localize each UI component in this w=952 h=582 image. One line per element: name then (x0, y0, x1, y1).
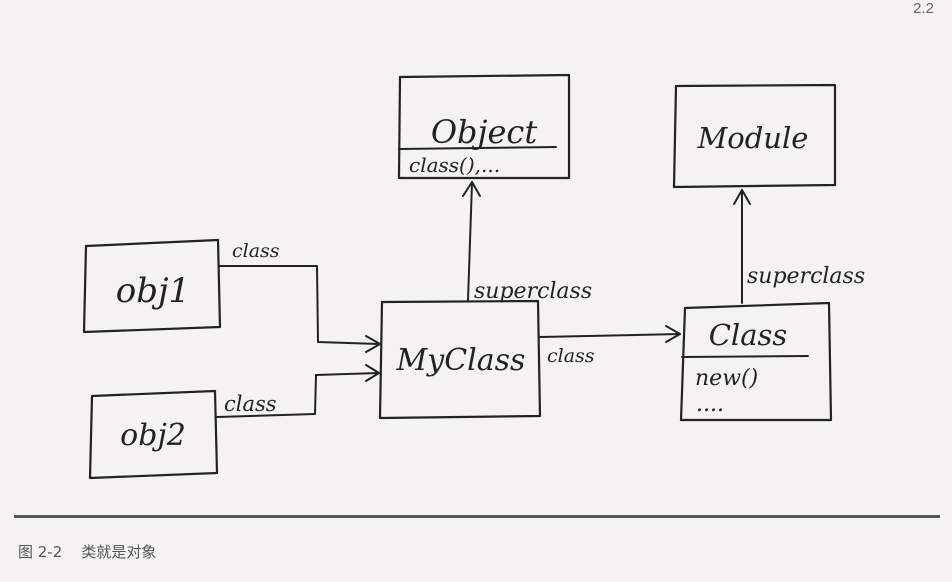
arrowhead (462, 181, 481, 197)
class-diagram: Object class(),... Module obj1 obj2 MyCl… (82, 73, 865, 480)
obj2-node: obj2 (88, 389, 219, 480)
figure-number: 图 2-2 (18, 543, 63, 561)
edge-myclass-object: superclass (462, 181, 592, 304)
edge-label-obj2: class (224, 392, 277, 416)
caption-rule (14, 515, 940, 518)
class-method: new() (695, 366, 758, 391)
figure-title: 类就是对象 (81, 543, 157, 561)
edge-myclass-class: class (539, 325, 681, 367)
obj1-name: obj1 (116, 271, 190, 311)
module-node: Module (672, 83, 837, 189)
arrowhead (733, 189, 751, 205)
module-name: Module (697, 121, 809, 155)
edge-obj2-myclass: class (216, 364, 380, 418)
class-node: Class new() .... (679, 301, 833, 422)
class-name: Class (709, 318, 788, 352)
class-ellipsis: .... (696, 392, 724, 417)
object-node: Object class(),... (397, 73, 571, 180)
object-name: Object (431, 113, 538, 151)
obj1-node: obj1 (82, 238, 222, 334)
edge-label-obj1: class (232, 240, 280, 262)
figure-caption: 图 2-2 类就是对象 (18, 541, 156, 562)
obj2-name: obj2 (120, 418, 186, 453)
arrowhead (665, 325, 681, 343)
myclass-node: MyClass (378, 299, 542, 420)
object-method: class(),... (409, 153, 500, 177)
edge-class-module: superclass (733, 189, 865, 304)
page-number: 2.2 (913, 0, 934, 17)
arrowhead (365, 335, 381, 353)
myclass-name: MyClass (396, 343, 526, 378)
edge-obj1-myclass: class (218, 240, 381, 353)
edge-label-superclass-module: superclass (747, 264, 865, 289)
edge-label-superclass-object: superclass (474, 279, 592, 304)
arrowhead (365, 364, 380, 382)
class-divider (681, 355, 809, 358)
object-divider (398, 146, 557, 150)
edge-label-myclass: class (547, 345, 595, 367)
